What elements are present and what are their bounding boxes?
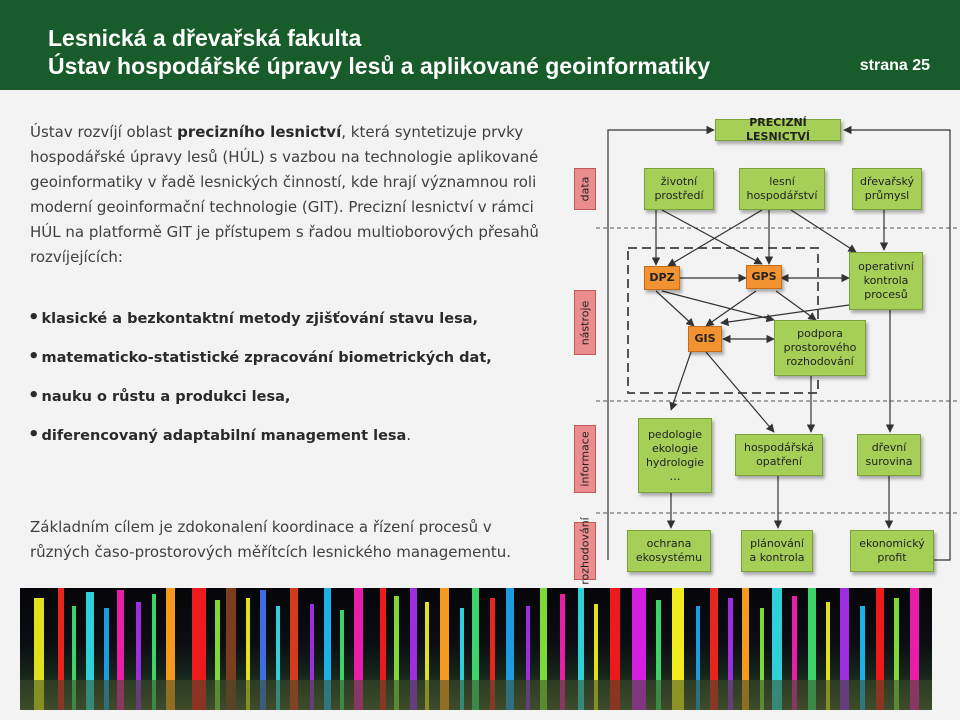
node-precision-forestry: PRECIZNÍ LESNICTVÍ: [715, 116, 841, 143]
band-information: informace: [574, 425, 596, 493]
list-item: •klasické a bezkontaktní metody zjišťová…: [28, 305, 548, 344]
header-bar: Lesnická a dřevařská fakulta Ústav hospo…: [0, 0, 960, 90]
flow-arrows: [607, 125, 951, 561]
node-economic-profit: ekonomický profit: [850, 530, 934, 572]
list-item-tail: .: [406, 428, 411, 444]
list-item-text: diferencovaný adaptabilní management les…: [41, 428, 407, 444]
topic-list: •klasické a bezkontaktní metody zjišťová…: [28, 305, 548, 461]
band-tools: nástroje: [574, 290, 596, 355]
list-item: •nauku o růstu a produkci lesa,: [28, 383, 548, 422]
node-label: dřevařský průmysl: [859, 175, 915, 202]
node-label: podpora prostorového rozhodování: [783, 327, 857, 368]
intro-text-end: , která syntetizuje prvky hospodářské úp…: [30, 123, 539, 266]
precision-forestry-diagram: [566, 110, 960, 580]
node-label: operativní kontrola procesů: [858, 260, 914, 301]
diagram-connectors: [596, 125, 960, 561]
page-number: strana 25: [859, 57, 930, 74]
node-economic-measures: hospodářská opatření: [735, 434, 823, 476]
node-label: hospodářská opatření: [743, 441, 815, 468]
lidar-forest-image: [20, 588, 932, 710]
list-item: •matematicko-statistické zpracování biom…: [28, 344, 548, 383]
faculty-title: Lesnická a dřevařská fakulta: [48, 25, 362, 51]
list-item-text: nauku o růstu a produkci lesa,: [41, 389, 291, 405]
band-label: data: [578, 176, 592, 202]
node-label: životní prostředí: [654, 175, 704, 202]
node-label: lesní hospodářství: [746, 175, 818, 202]
node-forest-management: lesní hospodářství: [739, 168, 825, 210]
forest-floor: [20, 680, 932, 710]
node-environment: životní prostředí: [644, 168, 714, 210]
list-item-text: matematicko-statistické zpracování biome…: [41, 350, 492, 366]
bullet-dot: •: [28, 424, 40, 445]
node-label: pedologie ekologie hydrologie …: [645, 427, 705, 483]
node-gps: GPS: [746, 265, 782, 289]
node-label: GIS: [694, 332, 716, 345]
list-item-text: klasické a bezkontaktní metody zjišťován…: [41, 311, 478, 327]
bullet-dot: •: [28, 346, 40, 367]
tree-trunks: [20, 588, 932, 710]
node-ecosystem-protection: ochrana ekosystému: [627, 530, 711, 572]
node-label: dřevní surovina: [865, 441, 913, 468]
node-label: PRECIZNÍ LESNICTVÍ: [746, 116, 810, 143]
node-planning-control: plánování a kontrola: [741, 530, 813, 572]
intro-paragraph: Ústav rozvíjí oblast precizního lesnictv…: [30, 120, 540, 270]
node-decision-support: podpora prostorového rozhodování: [774, 320, 866, 376]
node-timber: dřevní surovina: [857, 434, 921, 476]
node-dpz: DPZ: [644, 266, 680, 290]
node-label: ekonomický profit: [859, 537, 925, 564]
intro-text-start: Ústav rozvíjí oblast: [30, 123, 178, 141]
band-label: rozhodování: [578, 517, 592, 585]
band-decision: rozhodování: [574, 517, 596, 585]
node-operational-control: operativní kontrola procesů: [849, 252, 923, 310]
band-data: data: [574, 168, 596, 210]
institute-title: Ústav hospodářské úpravy lesů a aplikova…: [48, 53, 711, 79]
list-item: •diferencovaný adaptabilní management le…: [28, 422, 548, 461]
band-label: informace: [578, 431, 592, 487]
goal-paragraph: Základním cílem je zdokonalení koordinac…: [30, 518, 511, 561]
band-label: nástroje: [578, 300, 592, 345]
intro-bold-term: precizního lesnictví: [177, 123, 342, 141]
node-label: plánování a kontrola: [749, 537, 805, 564]
node-label: DPZ: [649, 271, 675, 284]
node-label: ochrana ekosystému: [635, 537, 703, 564]
node-gis: GIS: [688, 326, 722, 352]
node-wood-industry: dřevařský průmysl: [852, 168, 922, 210]
node-pedology: pedologie ekologie hydrologie …: [638, 418, 712, 493]
bullet-dot: •: [28, 307, 40, 328]
trunk-set: [34, 588, 919, 710]
bullet-dot: •: [28, 385, 40, 406]
node-label: GPS: [751, 270, 777, 283]
